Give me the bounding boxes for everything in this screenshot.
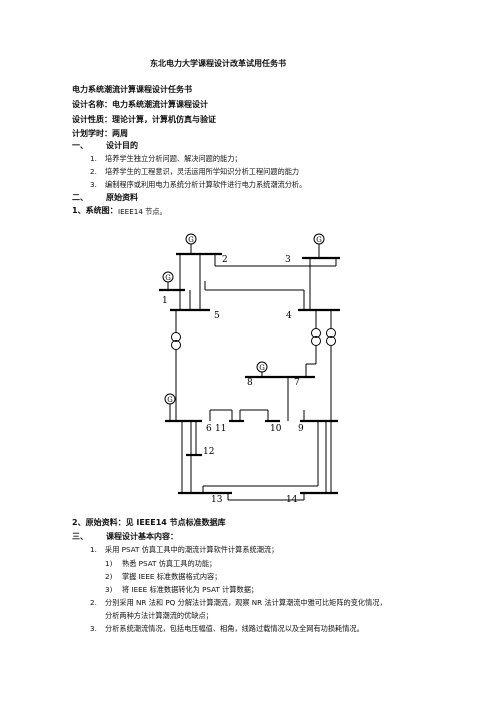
- section1-item: 编制程序或利用电力系统分析计算软件进行电力系统潮流分析。: [105, 180, 307, 189]
- section1-title: 设计目的: [106, 141, 138, 150]
- bus-label-14: 14: [286, 495, 298, 505]
- section1-num: 一、: [72, 141, 88, 150]
- system-diagram-value: IEEE14 节点。: [118, 207, 167, 216]
- bus-label-13: 13: [211, 495, 223, 505]
- svg-text:G: G: [188, 236, 194, 244]
- bus-label-4: 4: [286, 311, 292, 321]
- bus-label-5: 5: [214, 311, 220, 321]
- bus-label-2: 2: [222, 255, 228, 265]
- bus-label-11: 11: [215, 424, 226, 434]
- section3-item-continuation: 分析两种方法计算潮流的优缺点；: [105, 611, 213, 620]
- section1-item-num: 3.: [90, 180, 97, 189]
- section1-item: 培养学生独立分析问题、解决问题的能力；: [105, 154, 242, 163]
- transformer-icon: [311, 328, 321, 338]
- transformer-icon: [171, 332, 181, 342]
- section3-item: 分析系统潮流情况，包括电压幅值、相角，线路过载情况以及全网有功损耗情况。: [105, 624, 364, 633]
- section3-title: 课程设计基本内容：: [106, 532, 178, 541]
- system-diagram-label: 1、系统图：: [72, 206, 118, 215]
- bus-label-7: 7: [294, 378, 300, 388]
- section3-subitem-num: 3): [105, 585, 113, 594]
- section1-item-num: 2.: [90, 167, 97, 176]
- design-name: 设计名称：电力系统潮流计算课程设计: [72, 100, 208, 109]
- section1-item-num: 1.: [90, 154, 97, 163]
- section2-title: 原始资料: [106, 193, 138, 202]
- svg-text:G: G: [259, 364, 265, 372]
- section3-subitem: 将 IEEE 标准数据转化为 PSAT 计算数据；: [122, 585, 259, 594]
- section3-subitem-num: 2): [105, 572, 113, 581]
- bus-label-8: 8: [247, 378, 253, 388]
- bus-label-3: 3: [285, 255, 291, 265]
- bus-label-9: 9: [298, 424, 304, 434]
- transformer-icon: [326, 328, 336, 338]
- section3-item-num: 1.: [90, 545, 97, 554]
- section3-item-num: 2.: [90, 598, 97, 607]
- design-nature: 设计性质：理论计算，计算机仿真与验证: [72, 115, 216, 124]
- bus-label-10: 10: [270, 424, 282, 434]
- svg-text:G: G: [167, 396, 173, 404]
- bus-label-1: 1: [162, 296, 168, 306]
- svg-text:G: G: [316, 236, 322, 244]
- subtitle: 电力系统潮流计算课程设计任务书: [72, 85, 192, 94]
- section1-item: 培养学生的工程意识，灵活运用所学知识分析工程问题的能力: [105, 167, 300, 176]
- page-title: 东北电力大学课程设计改革试用任务书: [150, 59, 286, 68]
- bus-label-6: 6: [206, 424, 212, 434]
- section2-num: 二、: [72, 193, 88, 202]
- svg-text:G: G: [165, 274, 171, 282]
- section3-item-num: 3.: [90, 624, 97, 633]
- section3-item: 采用 PSAT 仿真工具中的潮流计算软件计算系统潮流；: [105, 545, 279, 554]
- section3-subitem: 掌握 IEEE 标准数据格式内容；: [122, 572, 222, 581]
- section3-subitem: 熟悉 PSAT 仿真工具的功能；: [122, 559, 217, 568]
- planned-hours: 计划学时：两周: [72, 129, 128, 138]
- section3-num: 三、: [72, 532, 88, 541]
- section3-item: 分别采用 NR 法和 PQ 分解法计算潮流，观察 NR 法计算潮流中雅可比矩阵的…: [105, 598, 387, 607]
- section3-subitem-num: 1): [105, 559, 113, 568]
- raw-data-item: 2、原始资料：见 IEEE14 节点标准数据库: [72, 518, 226, 527]
- ieee14-system-diagram: G G G G G 1 2 3 4 5 6 7 8 9 10 11 12 13 …: [159, 233, 340, 505]
- bus-label-12: 12: [203, 447, 214, 457]
